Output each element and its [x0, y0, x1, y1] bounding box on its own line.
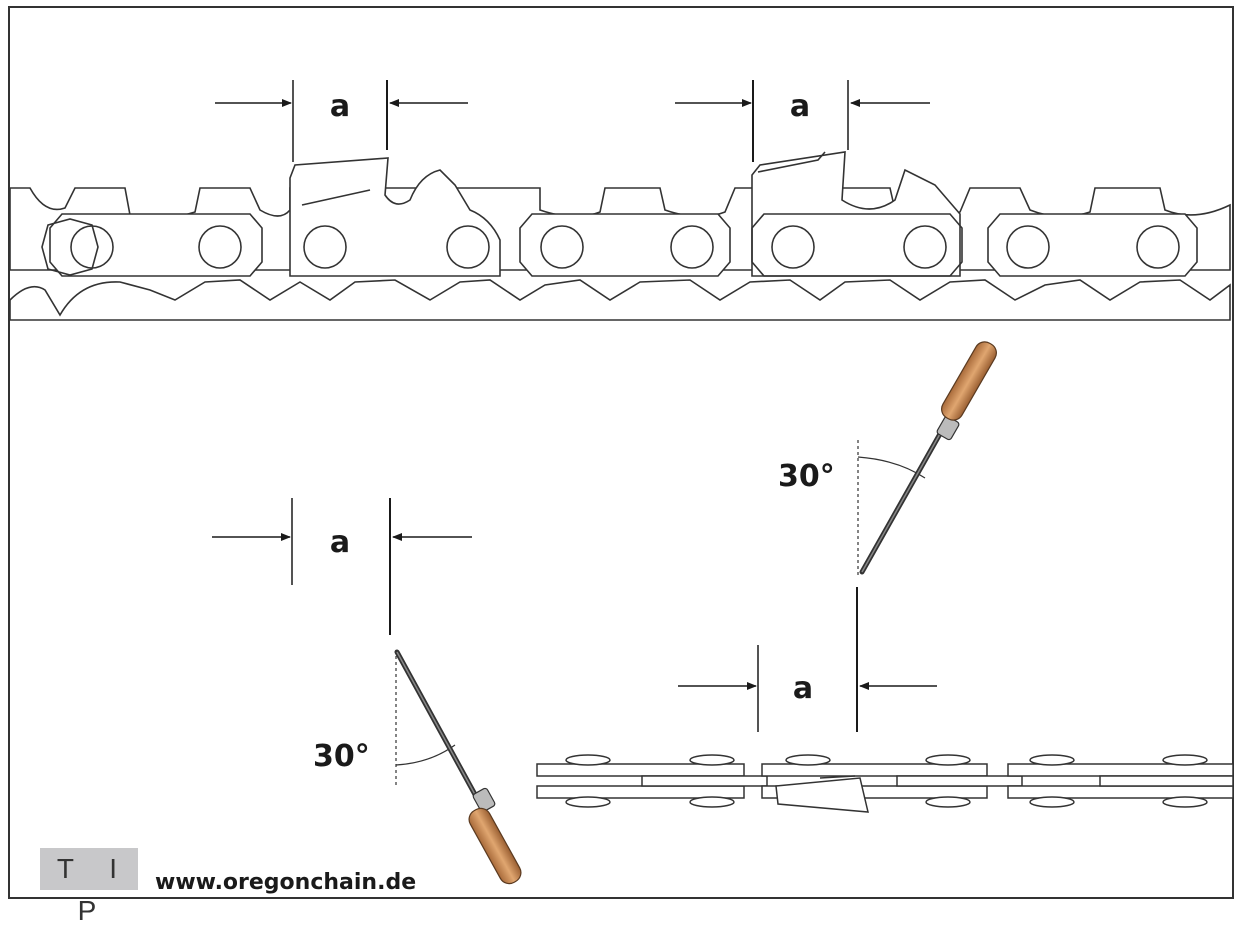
drive-link-band	[9, 279, 1231, 321]
round-file-icon	[859, 341, 997, 575]
dimension-top-right	[675, 80, 930, 162]
chain-top-view	[536, 754, 1234, 813]
angle-guide-right	[857, 440, 926, 575]
link-plate-4	[987, 213, 1198, 277]
dimension-bottom-right	[678, 587, 937, 732]
dimension-label-top-right: a	[790, 89, 810, 124]
angle-label-left: 30°	[313, 739, 370, 774]
website-url[interactable]: www.oregonchain.de	[155, 870, 417, 895]
dimension-top-left	[215, 80, 468, 162]
cutter-link-1	[289, 157, 501, 277]
link-plate-1	[41, 213, 263, 277]
angle-label-right: 30°	[778, 459, 835, 494]
tip-badge: T I P	[40, 848, 138, 926]
link-plate-3	[751, 213, 963, 277]
dimension-label-bottom-right: a	[793, 671, 813, 706]
dimension-label-mid-left: a	[330, 525, 350, 560]
link-plate-2	[519, 213, 731, 277]
chain-sharpening-diagram: a a a 30° 30°	[9, 80, 1234, 885]
top-chain	[9, 151, 1231, 321]
diagram-frame	[8, 6, 1234, 899]
round-file-icon	[394, 649, 522, 885]
dimension-mid-left	[212, 498, 472, 635]
dimension-label-top-left: a	[330, 89, 350, 124]
